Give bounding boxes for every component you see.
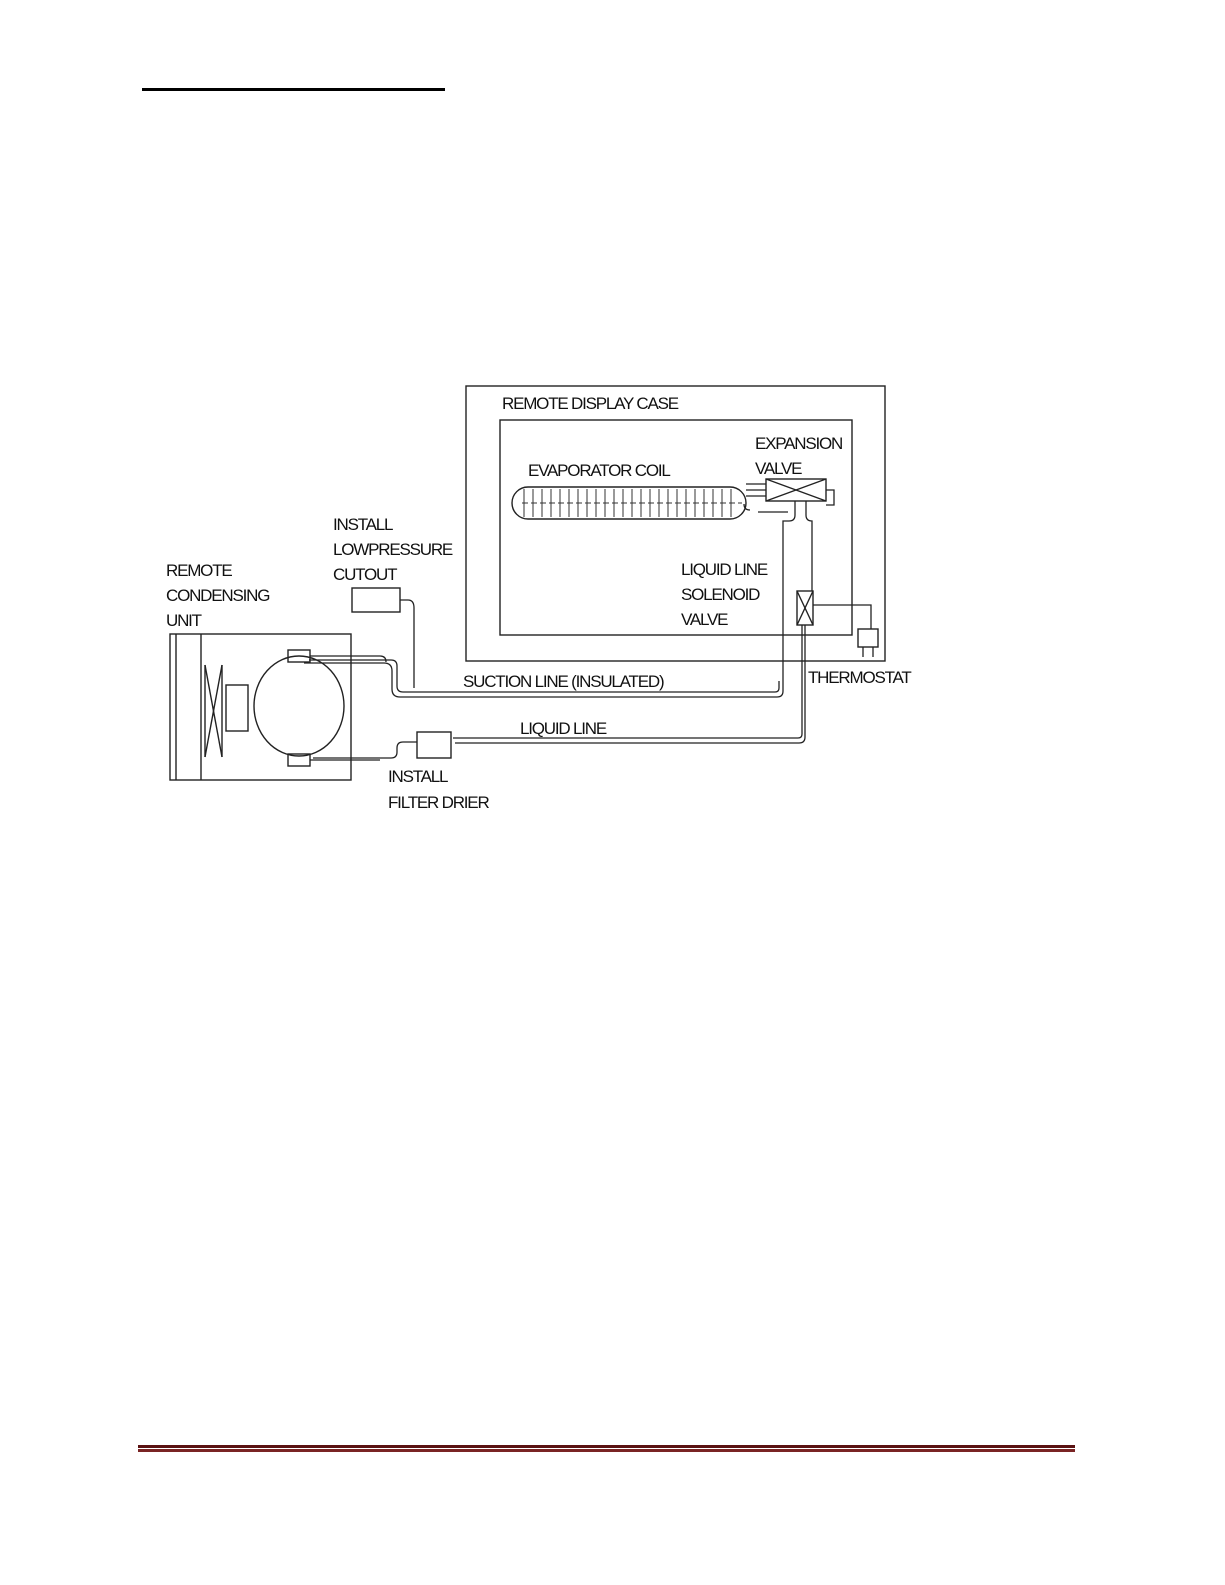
thermostat-wire bbox=[813, 605, 871, 629]
label-cutout-line-1: INSTALL bbox=[333, 515, 393, 534]
label-condensing-line-2: CONDENSING bbox=[166, 586, 269, 605]
low-pressure-cutout-shape bbox=[352, 588, 414, 688]
label-evaporator-coil: EVAPORATOR COIL bbox=[528, 461, 670, 480]
label-suction-line: SUCTION LINE (INSULATED) bbox=[463, 672, 664, 691]
thermostat-shape bbox=[858, 629, 878, 657]
expansion-valve-shape bbox=[744, 479, 834, 512]
label-remote-display-case: REMOTE DISPLAY CASE bbox=[502, 394, 679, 413]
label-filter-drier-line-2: FILTER DRIER bbox=[388, 793, 489, 812]
evaporator-coil-shape bbox=[512, 487, 746, 519]
compressor-shape bbox=[254, 656, 344, 756]
label-condensing-line-3: UNIT bbox=[166, 611, 202, 630]
solenoid-valve-shape bbox=[797, 591, 813, 625]
label-cutout-line-3: CUTOUT bbox=[333, 565, 397, 584]
label-cutout-line-2: LOWPRESSURE bbox=[333, 540, 453, 559]
label-filter-drier-line-1: INSTALL bbox=[388, 767, 448, 786]
footer-rule bbox=[138, 1445, 1075, 1452]
label-thermostat: THERMOSTAT bbox=[808, 668, 911, 687]
label-solenoid-line-2: SOLENOID bbox=[681, 585, 760, 604]
fan-icon bbox=[205, 665, 222, 757]
label-solenoid-line-3: VALVE bbox=[681, 610, 728, 629]
label-condensing-line-1: REMOTE bbox=[166, 561, 232, 580]
label-solenoid-line-1: LIQUID LINE bbox=[681, 560, 768, 579]
liquid-riser-top bbox=[806, 501, 812, 591]
label-expansion-line-2: VALVE bbox=[755, 459, 802, 478]
label-liquid-line: LIQUID LINE bbox=[520, 719, 607, 738]
filter-drier-shape bbox=[313, 732, 451, 758]
display-case-outer-box bbox=[466, 386, 885, 661]
suction-riser bbox=[783, 501, 795, 681]
label-expansion-line-1: EXPANSION bbox=[755, 434, 842, 453]
